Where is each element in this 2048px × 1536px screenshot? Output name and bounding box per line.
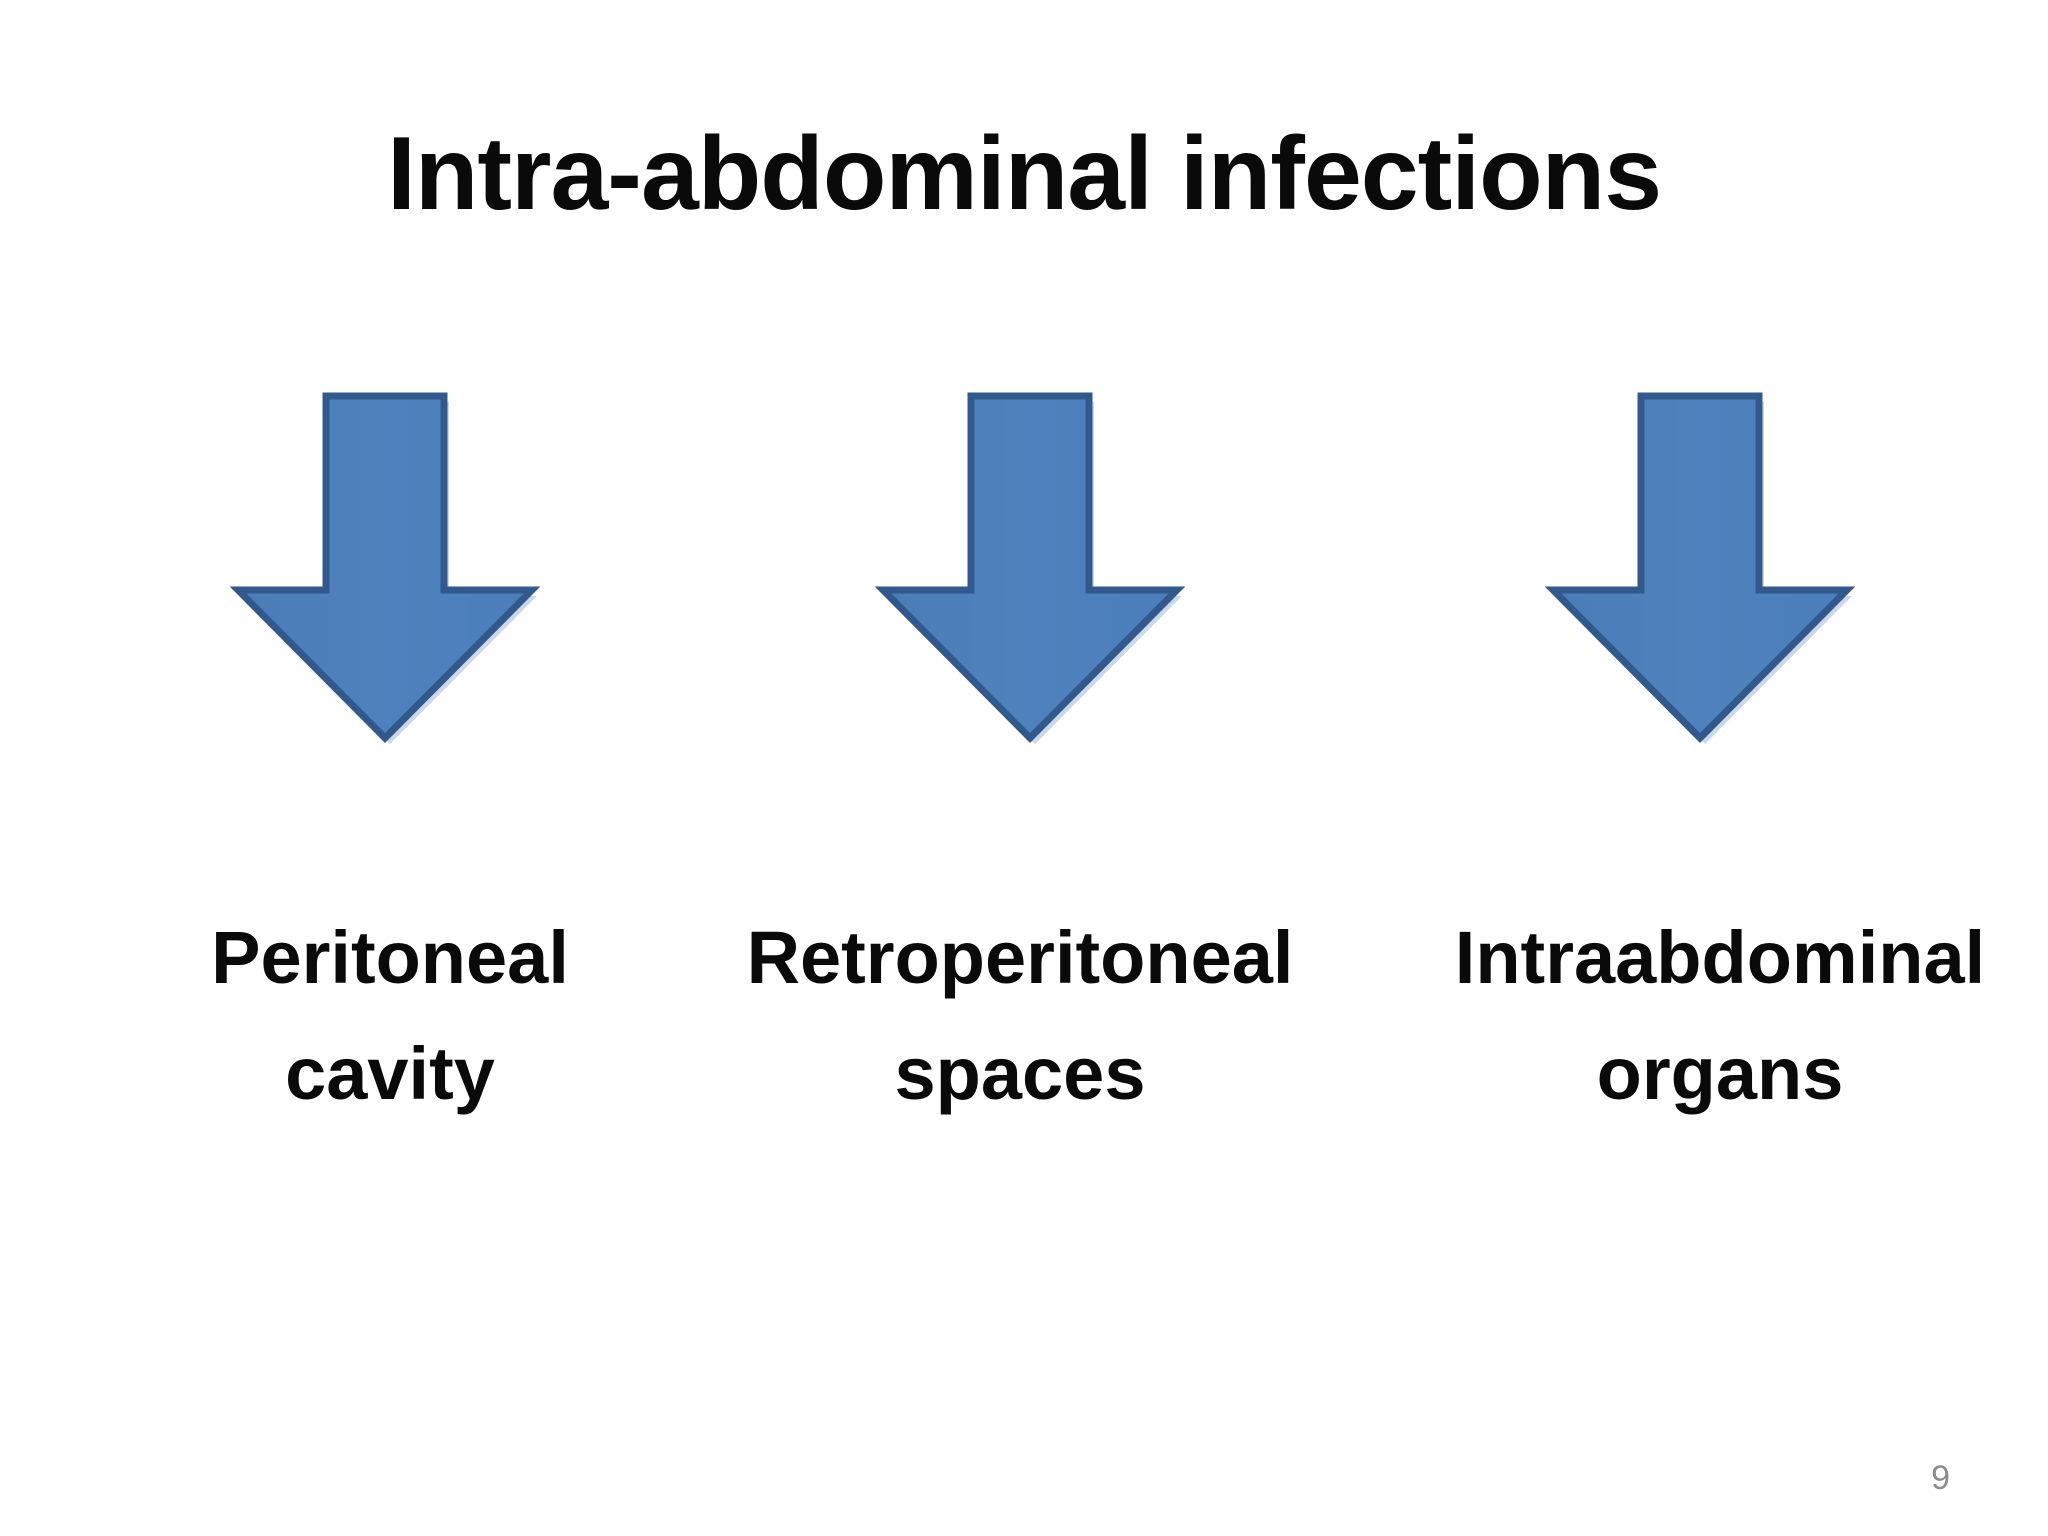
arrow-cell-peritoneal-cavity — [230, 390, 540, 750]
category-label-line-2: cavity — [285, 1032, 495, 1115]
category-label-peritoneal-cavity: Peritoneal cavity — [60, 900, 720, 1132]
arrow-cell-intraabdominal-organs — [1545, 390, 1855, 750]
category-label-line-1: Retroperitoneal — [746, 916, 1294, 999]
down-arrow-icon — [875, 392, 1185, 744]
page-title: Intra-abdominal infections — [386, 116, 1662, 232]
down-arrow-icon — [230, 392, 540, 744]
arrow-row — [0, 390, 2048, 750]
category-label-retroperitoneal-spaces: Retroperitoneal spaces — [640, 900, 1400, 1132]
down-arrow-icon — [1545, 392, 1855, 744]
category-label-line-2: spaces — [894, 1032, 1146, 1115]
arrow-cell-retroperitoneal-spaces — [875, 390, 1185, 750]
category-label-line-1: Intraabdominal — [1454, 916, 1986, 999]
category-label-line-1: Peritoneal — [211, 916, 569, 999]
label-row: Peritoneal cavity Retroperitoneal spaces… — [0, 900, 2048, 1160]
category-label-intraabdominal-organs: Intraabdominal organs — [1400, 900, 2040, 1132]
category-label-line-2: organs — [1596, 1032, 1844, 1115]
page-number: 9 — [1931, 1459, 1950, 1497]
